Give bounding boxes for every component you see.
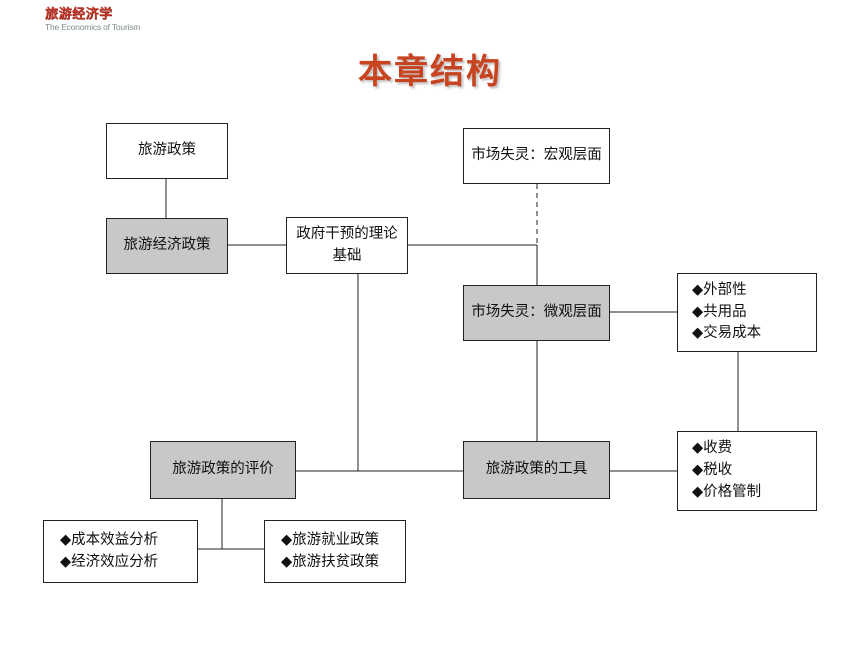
node-gov-intervention-theory-label: 政府干预的理论基础: [296, 225, 398, 264]
evaluation-method-item: ◆经济效应分析: [60, 553, 159, 570]
node-tourism-policy-tools: 旅游政策的工具: [463, 441, 610, 499]
policy-type-item: ◆旅游就业政策: [281, 531, 380, 548]
logo-chinese-text: 旅游经济学: [45, 7, 113, 22]
node-micro-items: ◆外部性 ◆共用品 ◆交易成本: [677, 273, 817, 352]
node-evaluation-methods: ◆成本效益分析 ◆经济效应分析: [43, 520, 198, 583]
node-market-failure-macro: 市场失灵：宏观层面: [463, 128, 610, 184]
node-tourism-policy-evaluation-label: 旅游政策的评价: [172, 461, 274, 478]
slide-title: 本章结构: [358, 52, 502, 92]
node-tourism-economic-policy: 旅游经济政策: [106, 218, 228, 274]
node-market-failure-macro-label: 市场失灵：宏观层面: [471, 147, 602, 164]
node-tourism-policy-label: 旅游政策: [138, 142, 196, 159]
node-policy-types: ◆旅游就业政策 ◆旅游扶贫政策: [264, 520, 406, 583]
node-tourism-economic-policy-label: 旅游经济政策: [123, 237, 211, 254]
node-tourism-policy-evaluation: 旅游政策的评价: [150, 441, 296, 499]
node-gov-intervention-theory: 政府干预的理论基础: [286, 217, 408, 274]
tool-item: ◆税收: [692, 462, 733, 479]
logo: 旅游经济学 The Economics of Tourism: [45, 7, 141, 33]
node-tourism-policy: 旅游政策: [106, 123, 228, 179]
node-market-failure-micro-label: 市场失灵：微观层面: [471, 304, 602, 321]
node-tourism-policy-tools-label: 旅游政策的工具: [485, 461, 588, 478]
policy-type-item: ◆旅游扶贫政策: [281, 553, 380, 570]
tool-item: ◆收费: [692, 440, 733, 457]
micro-item: ◆交易成本: [692, 325, 762, 342]
tool-item: ◆价格管制: [692, 483, 762, 500]
node-tool-items: ◆收费 ◆税收 ◆价格管制: [677, 431, 817, 511]
micro-item: ◆外部性: [692, 281, 747, 298]
node-market-failure-micro: 市场失灵：微观层面: [463, 285, 610, 341]
evaluation-method-item: ◆成本效益分析: [60, 531, 159, 548]
logo-english-text: The Economics of Tourism: [45, 22, 141, 32]
micro-item: ◆共用品: [692, 303, 747, 320]
